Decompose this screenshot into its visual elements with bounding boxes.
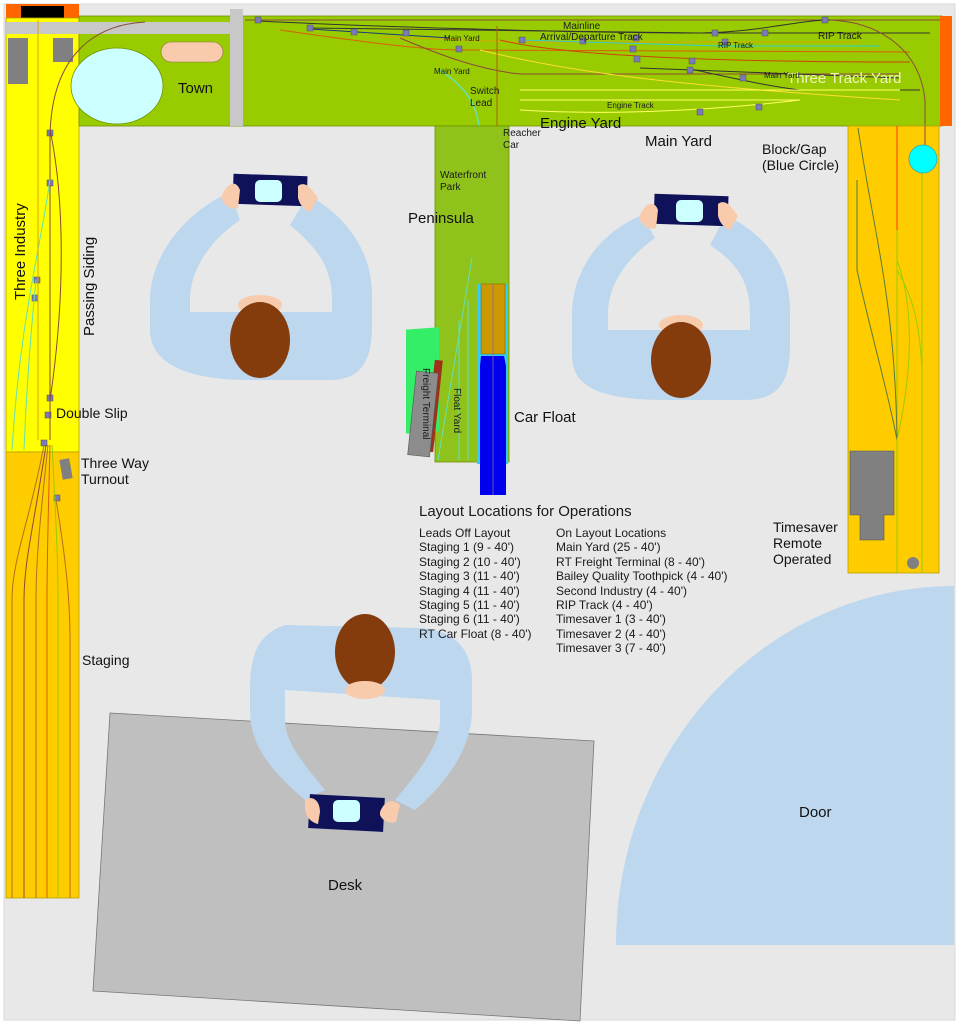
operations-legend: Layout Locations for Operations Leads Of… — [419, 503, 727, 656]
label-freight-terminal: Freight Terminal — [420, 368, 431, 440]
label-main-yard: Main Yard — [645, 133, 712, 150]
label-car-float: Car Float — [514, 409, 576, 426]
legend-item: Staging 5 (11 - 40') — [419, 598, 520, 613]
legend-item: Staging 3 (11 - 40') — [419, 569, 520, 584]
label-three-way-turnout: Three Way Turnout — [81, 455, 149, 488]
legend-item: Second Industry (4 - 40') — [556, 583, 688, 598]
legend-item: Timesaver 1 (3 - 40') — [556, 612, 666, 627]
industry-tracks — [11, 20, 62, 451]
town-pond — [70, 47, 164, 125]
legend-item: Staging 4 (11 - 40') — [419, 583, 520, 598]
block-gap-circle — [908, 144, 938, 174]
top-tracks — [245, 19, 940, 460]
legend-item: RT Car Float (8 - 40') — [419, 626, 532, 641]
timesaver-building — [849, 450, 895, 541]
legend-item: Timesaver 2 (4 - 40') — [556, 626, 666, 641]
timesaver-control — [907, 557, 919, 569]
label-door: Door — [799, 804, 832, 821]
legend-item: RT Freight Terminal (8 - 40') — [556, 554, 706, 569]
building — [53, 38, 73, 62]
label-reacher-car: Reacher Car — [503, 128, 541, 151]
label-timesaver: Timesaver Remote Operated — [773, 519, 838, 568]
track-label-engine-track: Engine Track — [607, 101, 654, 110]
label-double-slip: Double Slip — [56, 405, 128, 421]
road-horizontal — [6, 22, 243, 34]
legend-item: Staging 2 (10 - 40') — [419, 554, 521, 569]
legend-item: Timesaver 3 (7 - 40') — [556, 641, 666, 656]
label-peninsula: Peninsula — [408, 210, 474, 227]
legend-heading: Leads Off Layout — [419, 526, 511, 540]
track-label-main-yard: Main Yard — [444, 34, 480, 43]
staging-benchwork — [5, 451, 80, 899]
label-arrival-departure: Arrival/Departure Track — [540, 32, 643, 43]
label-rip-track: RIP Track — [818, 31, 862, 42]
label-town: Town — [178, 80, 214, 97]
label-float-yard: Float Yard — [451, 388, 462, 434]
track-label-main-yard: Main Yard — [764, 71, 800, 80]
label-three-track-yard: Three Track Yard — [787, 70, 902, 87]
three-way-turnout-machine — [59, 458, 73, 480]
float-yard-tracks — [437, 257, 473, 461]
track-label-rip-track: RIP Track — [718, 41, 753, 50]
freight-terminal-building — [407, 370, 439, 458]
town-park-oval — [160, 41, 224, 63]
operator-right — [572, 193, 790, 400]
label-waterfront-park: Waterfront Park — [440, 170, 487, 193]
top-benchwork — [78, 15, 943, 127]
label-passing-siding: Passing Siding — [81, 236, 98, 336]
timesaver-tracks — [856, 126, 926, 573]
operator-left — [150, 173, 372, 380]
label-switch-lead: Switch Lead — [470, 86, 500, 109]
right-orange-accent — [940, 16, 952, 126]
door-swing-arc — [615, 585, 954, 945]
legend-item: RIP Track (4 - 40') — [556, 598, 653, 613]
legend-item: Bailey Quality Toothpick (4 - 40') — [556, 569, 728, 584]
legend-off-layout: Leads Off Layout Staging 1 (9 - 40') Sta… — [419, 526, 556, 656]
operator-desk — [250, 614, 472, 832]
road-vertical — [230, 9, 243, 126]
legend-item: Staging 1 (9 - 40') — [419, 540, 515, 555]
legend-heading: On Layout Locations — [556, 526, 667, 540]
track-label-main-yard: Main Yard — [434, 67, 470, 76]
desk-surface — [92, 712, 595, 1022]
label-desk: Desk — [328, 877, 363, 894]
legend-on-layout: On Layout Locations Main Yard (25 - 40')… — [556, 526, 727, 656]
label-block-gap: Block/Gap (Blue Circle) — [762, 141, 840, 174]
track-curve-left — [49, 21, 146, 141]
staging-tracks — [11, 444, 71, 898]
legend-item: Staging 6 (11 - 40') — [419, 612, 520, 627]
corner-black-block — [21, 6, 64, 18]
label-staging: Staging — [82, 652, 130, 668]
label-three-industry: Three Industry — [12, 203, 29, 300]
label-mainline: Mainline — [563, 21, 601, 32]
label-engine-yard: Engine Yard — [540, 115, 622, 132]
legend-item: Main Yard (25 - 40') — [556, 540, 661, 555]
building — [8, 38, 28, 84]
legend-title: Layout Locations for Operations — [419, 503, 632, 520]
